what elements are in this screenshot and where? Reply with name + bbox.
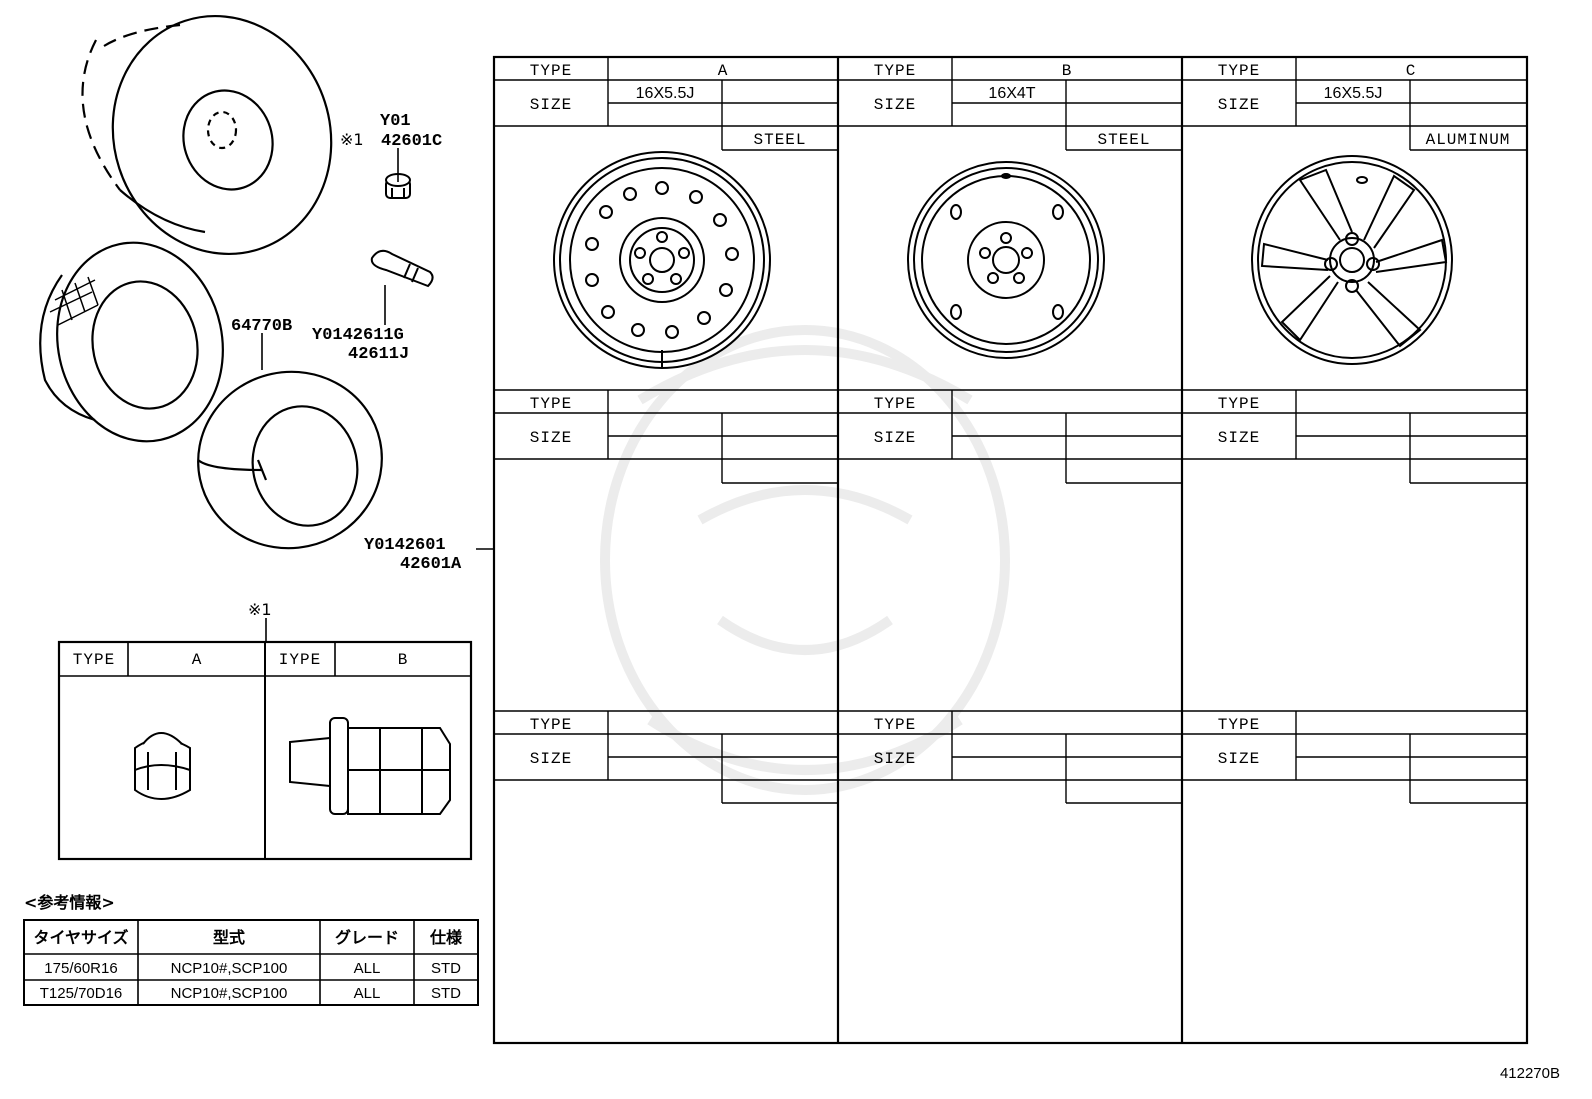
steel-wheel-a-icon [553,151,771,369]
col-a-material: STEEL [753,131,806,149]
lug-nut-b-icon [289,717,451,815]
col-a-type-label: TYPE [530,62,572,80]
s3-col-b-size-label: SIZE [874,750,916,768]
reference-header-spec: 仕様 [429,928,463,947]
col-c-type-label: TYPE [1218,62,1260,80]
callout-wheel-part-2: 42601A [400,555,462,574]
wheel-type-table [492,55,1529,1045]
col-b-type-value: B [1062,62,1073,80]
nut-type-value-a: A [192,651,203,669]
col-b-size-label: SIZE [874,96,916,114]
s2-col-b-type-label: TYPE [874,395,916,413]
col-c-size-label: SIZE [1218,96,1260,114]
s2-col-a-size-label: SIZE [530,429,572,447]
s3-col-a-type-label: TYPE [530,716,572,734]
nut-type-table [57,640,473,861]
col-c-size-value: 16X5.5J [1324,85,1383,102]
col-b-material: STEEL [1097,131,1150,149]
s3-col-c-type-label: TYPE [1218,716,1260,734]
col-a-size-label: SIZE [530,96,572,114]
col-a-size-value: 16X5.5J [636,85,695,102]
col-a-type-value: A [718,62,729,80]
col-c-type-value: C [1406,62,1417,80]
diagram-code: 412270B [1500,1065,1560,1082]
reference-title: <参考情報> [24,893,115,912]
lug-nut-a-icon [134,732,191,800]
valve-stem-icon [370,249,434,288]
inner-tube-icon [197,370,383,550]
nut-type-label-b: IYPE [279,651,321,669]
s3-col-c-size-label: SIZE [1218,750,1260,768]
watermark-emblem [600,325,1010,795]
callout-nut-table-mark: ※1 [248,600,272,619]
reference-row-1-model: NCP10#,SCP100 [171,960,288,977]
s3-col-a-size-label: SIZE [530,750,572,768]
nut-type-label-a: TYPE [73,651,115,669]
reference-row-1-grade: ALL [354,960,381,977]
reference-header-grade: グレード [335,928,399,947]
tire-tread-icon [39,241,224,443]
callout-tube-part: 64770B [231,317,292,336]
reference-header-model: 型式 [213,928,245,947]
callout-valve-cap-mark: ※1 [340,130,364,149]
reference-row-2-spec: STD [431,985,461,1002]
callout-valve-part-2: 42611J [348,345,409,364]
reference-row-2-grade: ALL [354,985,381,1002]
s2-col-b-size-label: SIZE [874,429,916,447]
s2-col-c-size-label: SIZE [1218,429,1260,447]
col-b-size-value: 16X4T [988,85,1035,102]
reference-row-1-tire-size: 175/60R16 [44,960,117,977]
reference-row-2-model: NCP10#,SCP100 [171,985,288,1002]
callout-valve-part-1: Y0142611G [312,326,404,345]
tire-assembly-icon [81,14,333,256]
reference-table [23,919,479,1006]
leader-lines [261,148,494,642]
aluminum-wheel-c-icon [1251,155,1453,365]
callout-wheel-part-1: Y0142601 [364,536,446,555]
s3-col-b-type-label: TYPE [874,716,916,734]
callout-valve-cap-prefix: Y01 [380,112,411,131]
nut-type-value-b: B [398,651,409,669]
reference-row-2-tire-size: T125/70D16 [40,985,123,1002]
s2-col-c-type-label: TYPE [1218,395,1260,413]
s2-col-a-type-label: TYPE [530,395,572,413]
callout-valve-cap-part: 42601C [381,132,442,151]
col-b-type-label: TYPE [874,62,916,80]
reference-row-1-spec: STD [431,960,461,977]
steel-wheel-b-icon [907,161,1105,359]
col-c-material: ALUMINUM [1426,131,1511,149]
reference-header-tire-size: タイヤサイズ [33,928,128,947]
